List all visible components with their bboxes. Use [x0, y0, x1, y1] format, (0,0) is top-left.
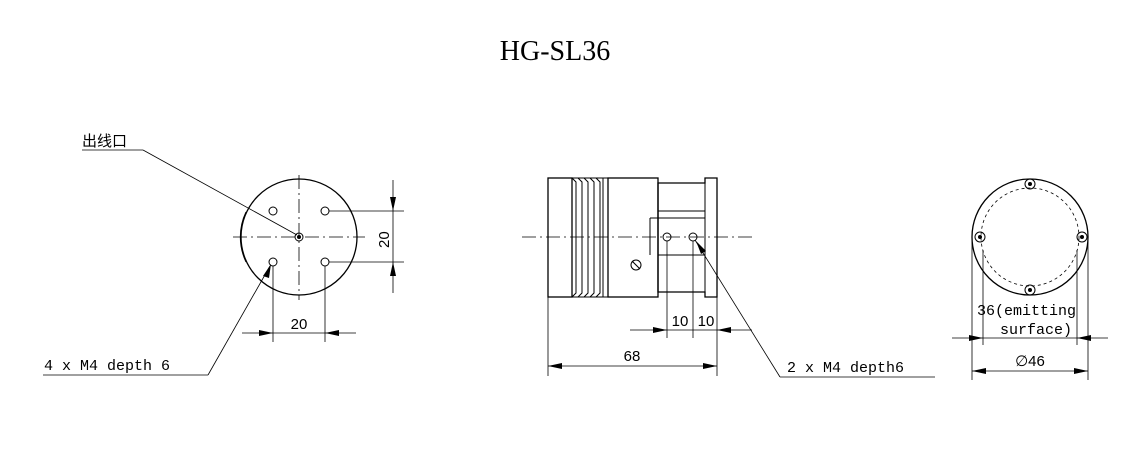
- front-view: 出线口 20 20 4 x M4 depth 6: [43, 132, 404, 376]
- drawing-title: HG-SL36: [500, 36, 610, 67]
- side-dim-b: 10: [698, 313, 715, 330]
- rear-dia-arrow-right: [1074, 368, 1088, 374]
- emitting-text-2: surface): [1000, 322, 1072, 339]
- rear-screw-top: [1024, 178, 1036, 190]
- front-vdim-arrow-bottom: [390, 262, 396, 276]
- holes-leader: [207, 265, 271, 376]
- rear-screw-left: [974, 231, 986, 243]
- front-center-dot: [297, 235, 301, 239]
- front-hole-3: [268, 257, 278, 267]
- fin-5: [595, 177, 601, 298]
- rear-screw-left-dot: [978, 235, 982, 239]
- side-len-arrow-right: [703, 363, 717, 369]
- rear-screw-top-dot: [1028, 182, 1032, 186]
- side-view: 10 10 68 2 x M4 depth6: [522, 177, 935, 378]
- rear-emit-arrow-right: [1077, 335, 1091, 341]
- emitting-text-1: 36(emitting: [977, 303, 1076, 320]
- front-hole-2: [320, 206, 330, 216]
- diameter-text: ∅46: [1015, 353, 1045, 370]
- rear-outer-circle: [971, 178, 1089, 296]
- rear-inner-dotted-circle: [980, 187, 1080, 287]
- fin-3: [583, 177, 589, 298]
- outlet-leader: [142, 149, 298, 236]
- side-holes-leader: [694, 239, 781, 378]
- fin-4: [589, 177, 595, 298]
- fin-2: [577, 177, 583, 298]
- rear-screw-right: [1076, 231, 1088, 243]
- front-hdim-arrow-right: [325, 330, 339, 336]
- front-vdim-text: 20: [376, 231, 393, 248]
- side-length-text: 68: [624, 348, 641, 365]
- front-hdim-text: 20: [291, 316, 308, 333]
- side-screw: [630, 259, 642, 271]
- rear-screw-bottom: [1024, 284, 1036, 296]
- holes-leader-arrow: [263, 264, 271, 278]
- side-dim-arrow-2: [717, 327, 731, 333]
- side-len-arrow-left: [548, 363, 562, 369]
- rear-screw-bottom-dot: [1028, 288, 1032, 292]
- front-hole-1: [268, 206, 278, 216]
- rear-dia-arrow-left: [972, 368, 986, 374]
- front-hole-4: [320, 257, 330, 267]
- side-holes-label: 2 x M4 depth6: [787, 360, 904, 377]
- front-vdim-arrow-top: [390, 197, 396, 211]
- side-holes-arrow: [696, 241, 706, 254]
- front-holes-label: 4 x M4 depth 6: [44, 358, 170, 375]
- rear-screw-right-dot: [1080, 235, 1084, 239]
- side-fin-body: [547, 177, 573, 298]
- front-center-hole: [294, 232, 304, 242]
- rear-view: 36(emitting surface) ∅46: [952, 178, 1108, 380]
- side-dim-a: 10: [672, 313, 689, 330]
- side-dim-arrow-1: [653, 327, 667, 333]
- front-hdim-arrow-left: [259, 330, 273, 336]
- fin-1: [571, 177, 577, 298]
- side-screw-slot: [631, 260, 641, 270]
- cable-outlet-label: 出线口: [82, 132, 127, 150]
- rear-emit-arrow-left: [969, 335, 983, 341]
